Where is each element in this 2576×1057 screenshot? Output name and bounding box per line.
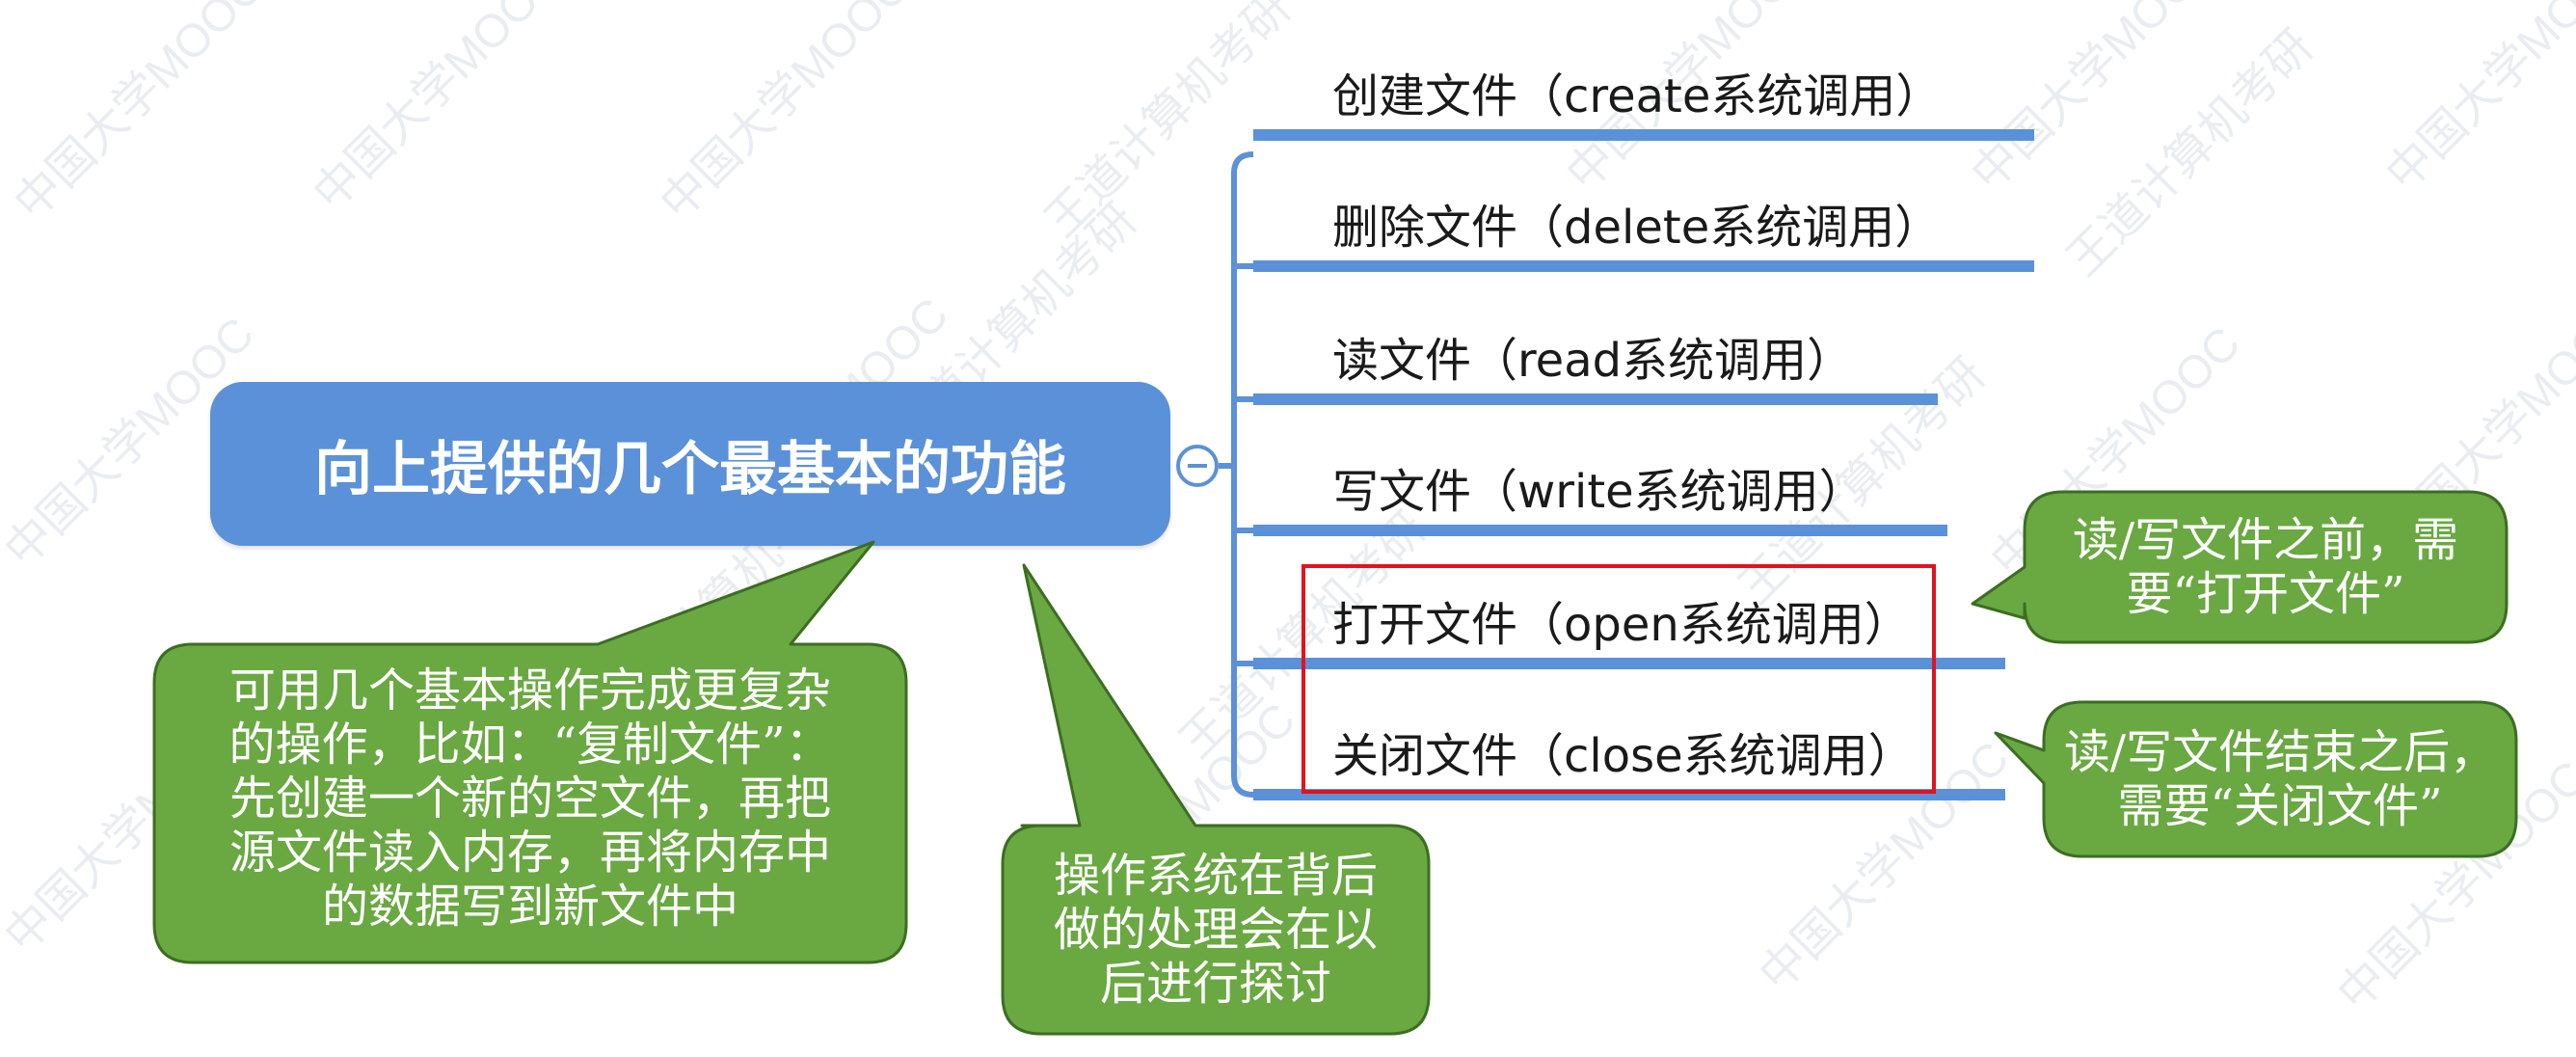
callout-line: 的操作，比如：“复制文件”： bbox=[228, 718, 832, 772]
callout-complex-ops-shape bbox=[152, 540, 908, 964]
callout-after-rw: 读/写文件结束之后， 需要“关闭文件” bbox=[2048, 725, 2512, 833]
callout-line: 要“打开文件” bbox=[2126, 567, 2405, 621]
callout-line: 读/写文件之前，需 bbox=[2072, 513, 2459, 567]
callout-line: 的数据写到新文件中 bbox=[321, 880, 738, 934]
collapse-toggle-icon[interactable] bbox=[1176, 445, 1219, 487]
callout-line: 可用几个基本操作完成更复杂 bbox=[228, 664, 831, 718]
root-node[interactable]: 向上提供的几个最基本的功能 bbox=[210, 382, 1170, 546]
callout-line: 源文件读入内存，再将内存中 bbox=[228, 826, 831, 880]
branch-delete-file[interactable]: 删除文件（delete系统调用） bbox=[1332, 201, 1942, 255]
open-close-highlight-box bbox=[1301, 564, 1936, 794]
branch-read-file[interactable]: 读文件（read系统调用） bbox=[1332, 334, 1854, 388]
callout-before-rw: 读/写文件之前，需 要“打开文件” bbox=[2029, 513, 2502, 621]
branch-close-file[interactable]: 关闭文件（close系统调用） bbox=[1332, 729, 1915, 783]
callout-before-rw-shape bbox=[1971, 490, 2509, 644]
callout-line: 操作系统在背后 bbox=[1053, 849, 1378, 903]
root-node-label: 向上提供的几个最基本的功能 bbox=[314, 435, 1066, 503]
callout-line: 读/写文件结束之后， bbox=[2063, 725, 2497, 779]
callout-line: 后进行探讨 bbox=[1099, 957, 1331, 1011]
callout-os-background: 操作系统在背后 做的处理会在以 后进行探讨 bbox=[1012, 849, 1419, 1011]
connector-spine bbox=[1231, 151, 1254, 798]
callout-after-rw-shape bbox=[1994, 700, 2518, 858]
callout-line: 需要“关闭文件” bbox=[2117, 779, 2443, 833]
branch-write-file[interactable]: 写文件（write系统调用） bbox=[1332, 465, 1865, 519]
branch-create-file[interactable]: 创建文件（create系统调用） bbox=[1332, 69, 1943, 123]
callout-line: 先创建一个新的空文件，再把 bbox=[228, 772, 831, 826]
callout-complex-ops: 可用几个基本操作完成更复杂 的操作，比如：“复制文件”： 先创建一个新的空文件，… bbox=[164, 664, 897, 934]
callout-os-background-shape bbox=[1001, 563, 1431, 1036]
callout-line: 做的处理会在以 bbox=[1053, 903, 1378, 957]
branch-open-file[interactable]: 打开文件（open系统调用） bbox=[1332, 598, 1911, 652]
